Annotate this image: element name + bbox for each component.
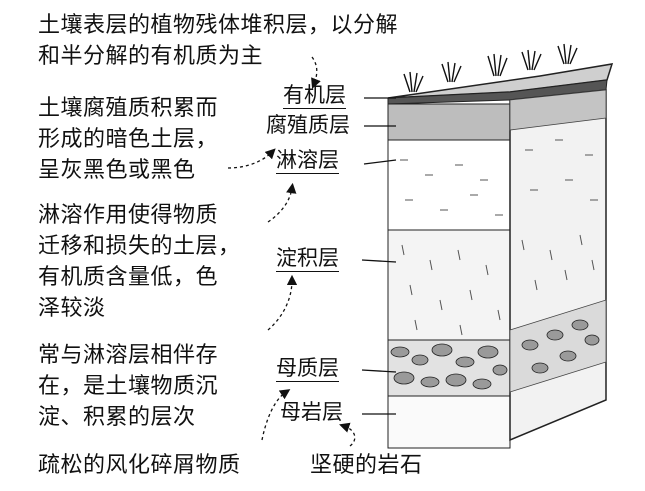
organic-layer-description: 土壤表层的植物残体堆积层，以分解 和半分解的有机质为主 bbox=[38, 10, 398, 72]
eluvial-layer-label: 淋溶层 bbox=[276, 148, 339, 174]
eluvial-layer-description: 淋溶作用使得物质 迁移和损失的土层， 有机质含量低，色 泽较淡 bbox=[38, 200, 241, 324]
parent-material-label: 母质层 bbox=[276, 356, 339, 382]
bedrock-description: 坚硬的岩石 bbox=[310, 450, 423, 481]
eluvial-layer-front bbox=[388, 140, 510, 230]
humus-layer-label: 腐殖质层 bbox=[266, 113, 350, 137]
humus-layer-description: 土壤腐殖质积累而 形成的暗色土层， 呈灰黑色或黑色 bbox=[38, 93, 218, 186]
parent-material-description: 疏松的风化碎屑物质 bbox=[38, 450, 241, 481]
bedrock-layer-front bbox=[388, 396, 510, 448]
humus-layer-front bbox=[388, 104, 510, 140]
illuvial-layer-label: 淀积层 bbox=[276, 246, 339, 272]
organic-layer-label: 有机层 bbox=[283, 83, 346, 109]
illuvial-layer-front bbox=[388, 230, 510, 340]
bedrock-layer-label: 母岩层 bbox=[280, 400, 343, 424]
illuvial-layer-description: 常与淋溶层相伴存 在，是土壤物质沉 淀、积累的层次 bbox=[38, 340, 218, 433]
